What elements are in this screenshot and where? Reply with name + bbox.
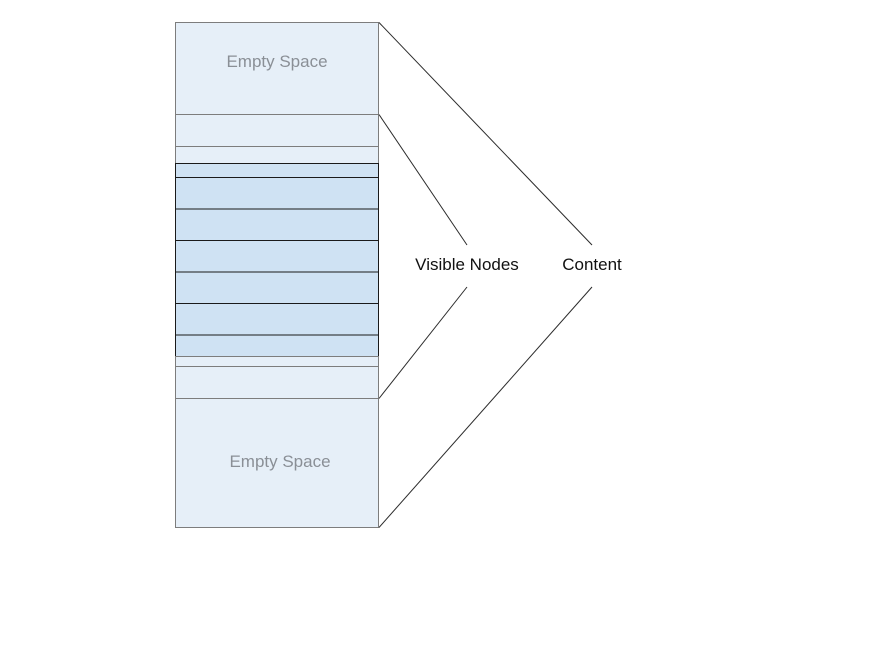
visible-node-row-1: [175, 163, 379, 178]
bottom-empty-space-region: [175, 398, 379, 528]
top-empty-space-label: Empty Space: [226, 52, 327, 71]
buffer-row-bottom-1: [175, 356, 379, 367]
top-empty-space-region: [175, 22, 379, 115]
visible-node-row-7: [175, 334, 379, 357]
visible-node-row-4: [175, 240, 379, 273]
visible-nodes-bracket-top: [378, 114, 468, 246]
buffer-row-top-1: [175, 114, 379, 147]
buffer-row-top-2: [175, 146, 379, 164]
visible-node-row-5: [175, 271, 379, 304]
visible-nodes-label: Visible Nodes: [415, 255, 519, 274]
buffer-row-bottom-2: [175, 366, 379, 399]
visible-node-row-3: [175, 208, 379, 241]
bottom-empty-space-label: Empty Space: [229, 452, 330, 471]
content-bracket-bottom: [378, 286, 593, 528]
visible-node-row-6: [175, 303, 379, 336]
content-label: Content: [562, 255, 622, 274]
visible-node-row-2: [175, 177, 379, 210]
visible-nodes-bracket-bottom: [378, 286, 468, 399]
content-bracket-top: [378, 22, 593, 246]
